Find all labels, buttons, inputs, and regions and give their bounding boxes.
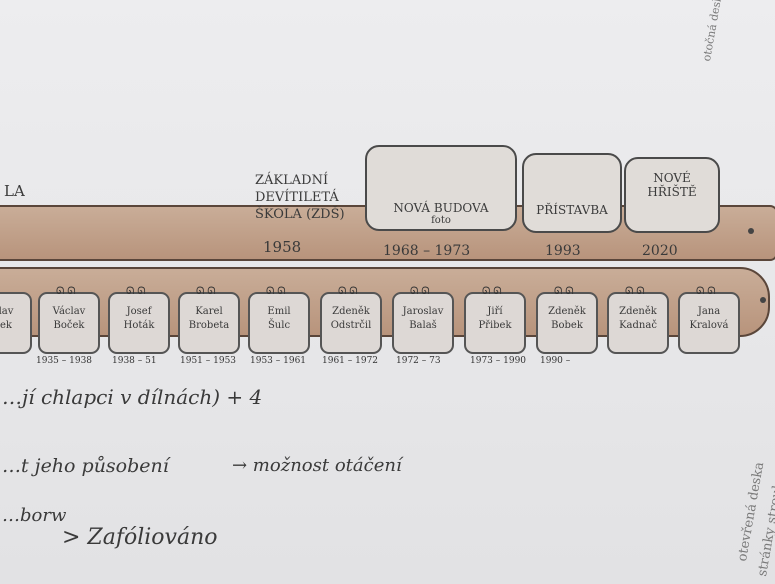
portrait-card: ᘏᘏ Emil Šulc bbox=[248, 286, 310, 354]
hanger-icon: ᘏᘏ bbox=[625, 286, 648, 297]
top-left-label: LA bbox=[4, 182, 25, 200]
screw bbox=[748, 228, 754, 234]
portrait-card: …lav …ek bbox=[0, 292, 32, 354]
hanger-icon: ᘏᘏ bbox=[56, 286, 79, 297]
portrait-card: ᘏᘏ Jiří Přibek bbox=[464, 286, 526, 354]
note-line: …jí chlapci v dílnách) + 4 bbox=[2, 385, 263, 409]
hanger-icon: ᘏᘏ bbox=[338, 286, 361, 297]
note-line: …t jeho působení bbox=[2, 455, 169, 477]
year-2020: 2020 bbox=[642, 243, 678, 259]
tenure-years: 1935 – 1938 bbox=[36, 356, 93, 366]
year-1968-1973: 1968 – 1973 bbox=[383, 243, 471, 259]
portrait-card: ᘏᘏ Václav Boček bbox=[38, 286, 100, 354]
hanger-icon: ᘏᘏ bbox=[126, 286, 149, 297]
tenure-years: 1972 – 73 bbox=[396, 356, 441, 366]
tenure-years: 1953 – 1961 bbox=[250, 356, 307, 366]
portrait-card: ᘏᘏ Zdeněk Bobek bbox=[536, 286, 598, 354]
portrait-card: ᘏᘏ Josef Hoták bbox=[108, 286, 170, 354]
hanger-icon: ᘏᘏ bbox=[482, 286, 505, 297]
hanger-icon: ᘏᘏ bbox=[410, 286, 433, 297]
note-line: …borw bbox=[2, 505, 67, 526]
tenure-years: 1973 – 1990 bbox=[470, 356, 527, 366]
tenure-years: 1990 – bbox=[540, 356, 571, 366]
hanger-icon: ᘏᘏ bbox=[266, 286, 289, 297]
tenure-years: 1938 – 51 bbox=[112, 356, 157, 366]
extension-box: PŘÍSTAVBA bbox=[522, 153, 622, 233]
portrait-card: ᘏᘏ Zdeněk Odstrčil bbox=[320, 286, 382, 354]
portrait-card: ᘏᘏ Jaroslav Balaš bbox=[392, 286, 454, 354]
new-playground-box: NOVÉ HŘIŠTĚ bbox=[624, 157, 720, 233]
margin-note: otočná deska bbox=[700, 0, 726, 63]
portrait-card: ᘏᘏ Jana Kralová bbox=[678, 286, 740, 354]
hanger-icon: ᘏᘏ bbox=[196, 286, 219, 297]
school-label: ZÁKLADNÍ DEVÍTILETÁ ŠKOLA (ZDŠ) bbox=[255, 173, 345, 222]
portrait-card: ᘏᘏ Karel Brobeta bbox=[178, 286, 240, 354]
new-building-box: NOVÁ BUDOVA foto bbox=[365, 145, 517, 231]
hanger-icon: ᘏᘏ bbox=[696, 286, 719, 297]
year-1993: 1993 bbox=[545, 243, 581, 259]
year-1958: 1958 bbox=[263, 238, 302, 256]
note-line: > Zafóliováno bbox=[62, 525, 218, 550]
portrait-card: ᘏᘏ Zdeněk Kadnač bbox=[607, 286, 669, 354]
hanger-icon: ᘏᘏ bbox=[554, 286, 577, 297]
tenure-years: 1951 – 1953 bbox=[180, 356, 237, 366]
note-line: → možnost otáčení bbox=[232, 455, 402, 476]
tenure-years: 1961 – 1972 bbox=[322, 356, 379, 366]
screw bbox=[760, 297, 766, 303]
